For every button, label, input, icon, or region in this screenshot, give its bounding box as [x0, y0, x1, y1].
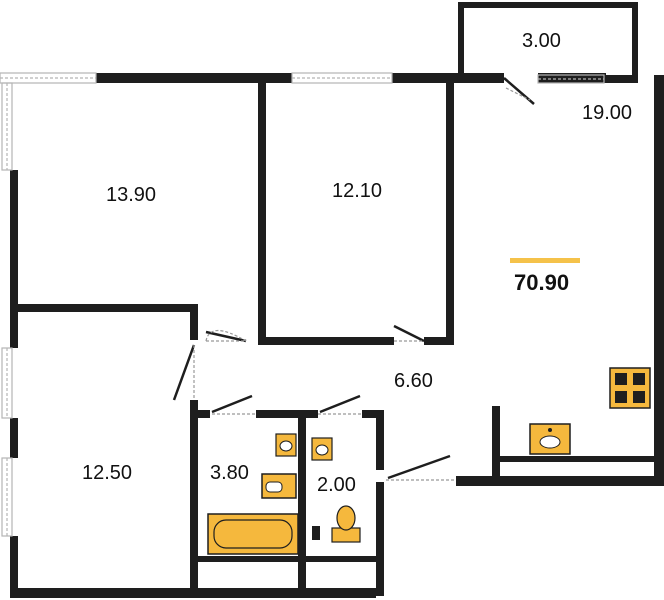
- door-icon: [318, 394, 362, 415]
- doors: [172, 77, 535, 481]
- area-balcony: 3.00: [522, 30, 561, 52]
- top-wall-a: [96, 73, 292, 83]
- walls: [10, 2, 664, 598]
- bathtub-icon: [207, 513, 299, 555]
- door-icon: [172, 344, 196, 401]
- kitchen-counter-left: [492, 406, 500, 480]
- kitchen-sink-icon: [529, 423, 571, 455]
- window-icon: [1, 457, 13, 537]
- area-living: 19.00: [582, 102, 633, 124]
- area-toilet: 2.00: [317, 474, 356, 496]
- window-icon: [537, 74, 605, 84]
- top-wall-c: [538, 73, 606, 83]
- right-wall: [654, 75, 664, 485]
- living-wall-vertical: [446, 83, 454, 345]
- toilet-icon: [331, 505, 361, 543]
- bath-top-wall-a: [190, 410, 210, 418]
- washbasin-icon: [275, 433, 297, 457]
- left-wall-upper: [10, 170, 18, 310]
- door-icon: [393, 324, 425, 343]
- left-wall-mid2: [10, 418, 18, 458]
- toilet-bottom-ledge: [306, 556, 378, 562]
- window-icon: [1, 82, 13, 171]
- door-icon: [205, 329, 247, 343]
- left-bedroom-bottom: [10, 304, 198, 312]
- balcony-wall-top: [458, 2, 638, 8]
- washbasin-icon: [311, 437, 333, 461]
- top-wall-b: [392, 73, 504, 83]
- balcony-wall-right: [632, 2, 638, 78]
- total-area-accent-bar: [510, 258, 580, 263]
- window-icon: [1, 347, 13, 419]
- windows: [0, 72, 605, 537]
- door-icon: [211, 394, 256, 415]
- area-bedroom-lower: 12.50: [82, 462, 133, 484]
- area-hall: 6.60: [394, 370, 433, 392]
- toilet-niche: [312, 526, 320, 540]
- bath-toilet-divider: [298, 410, 306, 596]
- toilet-right-wall-a: [376, 410, 384, 470]
- lower-room-right-wall-b: [190, 400, 198, 596]
- total-area: 70.90: [514, 270, 570, 295]
- hall-wall-bottom-right: [456, 476, 664, 486]
- middle-room-bottom: [258, 337, 394, 345]
- middle-room-bottom-b: [424, 337, 454, 345]
- kitchen-counter-top: [492, 456, 654, 462]
- bath-bottom-ledge: [190, 556, 300, 562]
- balcony-wall-left: [458, 2, 464, 76]
- area-bedroom-middle: 12.10: [332, 180, 383, 202]
- door-icon: [503, 77, 535, 105]
- window-icon: [291, 72, 393, 84]
- left-wall-lower: [10, 536, 18, 598]
- washing-machine-icon: [261, 473, 297, 499]
- area-bathroom: 3.80: [210, 462, 249, 484]
- window-icon: [0, 72, 97, 84]
- left-wall-mid: [10, 300, 18, 348]
- bath-top-wall-b: [256, 410, 318, 418]
- top-wall-d: [604, 75, 638, 83]
- lower-room-right-wall-a: [190, 304, 198, 340]
- toilet-right-wall-b: [376, 482, 384, 596]
- area-bedroom-left: 13.90: [106, 184, 157, 206]
- bedroom-divider-vertical: [258, 83, 266, 343]
- bath-top-wall-c: [362, 410, 384, 418]
- stove-icon: [609, 367, 651, 409]
- door-icon: [386, 454, 456, 481]
